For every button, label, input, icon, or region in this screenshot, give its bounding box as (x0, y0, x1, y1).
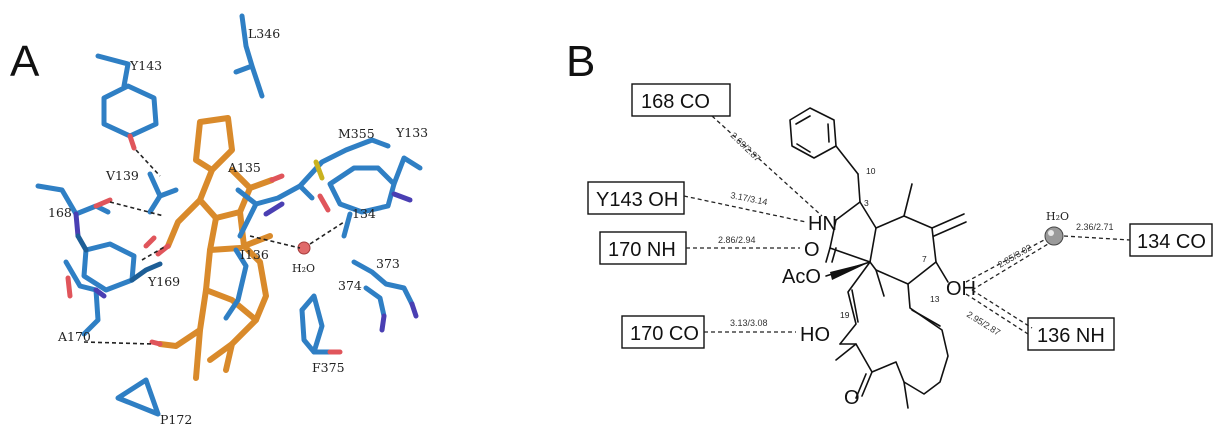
atom-hn: HN (808, 213, 837, 235)
label-y133: Y133 (395, 125, 428, 140)
label-v139: V139 (105, 168, 139, 183)
water-sphere-highlight (1048, 230, 1054, 236)
water-label-b: H₂O (1046, 210, 1069, 223)
box-134-co-label: 134 CO (1137, 231, 1206, 253)
label-a170: A170 (57, 329, 91, 344)
label-water-a: H₂O (292, 262, 315, 275)
label-m355: M355 (338, 126, 375, 141)
box-170-co-label: 170 CO (630, 323, 699, 345)
atom-number-19: 19 (840, 310, 850, 320)
box-170-nh-label: 170 NH (608, 239, 676, 261)
panel-a-3d-binding-site: A (10, 13, 428, 426)
box-168-co (631, 83, 731, 117)
label-f375: F375 (312, 360, 345, 375)
label-134: 134 (352, 206, 376, 221)
ligand-cytochalasin-3d (149, 115, 285, 381)
box-136-nh-label: 136 NH (1037, 325, 1105, 347)
atom-ho: HO (800, 324, 830, 346)
box-y143-oh (587, 181, 685, 215)
hbond-dashes-a (83, 149, 345, 345)
atom-aco: AcO (782, 266, 821, 288)
box-168-co-label: 168 CO (641, 91, 710, 113)
label-y143: Y143 (129, 58, 162, 73)
label-i136: I136 (240, 247, 269, 262)
distance-170-co: 3.13/3.08 (730, 318, 768, 328)
panel-a-letter: A (10, 37, 40, 86)
label-y169: Y169 (147, 274, 180, 289)
box-y143-oh-label: Y143 OH (596, 189, 678, 211)
distance-170-nh: 2.86/2.94 (718, 235, 756, 245)
water-sphere-b (1044, 226, 1064, 246)
label-p172: P172 (160, 412, 192, 426)
protein-residues-3d (35, 13, 423, 417)
atom-oh: OH (946, 278, 976, 300)
panel-b-2d-interaction-map: B 168 CO Y143 OH 170 NH 170 CO 134 CO 13… (566, 37, 1213, 409)
label-374: 374 (338, 278, 362, 293)
label-a135: A135 (227, 160, 261, 175)
atom-number-10: 10 (866, 166, 876, 176)
atom-number-7: 7 (922, 254, 927, 264)
box-170-co (621, 315, 705, 349)
box-134-co (1129, 223, 1213, 257)
molecule-structure (789, 107, 967, 409)
distance-134-co: 2.36/2.71 (1076, 222, 1114, 232)
atom-ketone-o: O (844, 387, 860, 409)
label-168: 168 (48, 205, 72, 220)
atom-number-3: 3 (864, 198, 869, 208)
label-l346: L346 (248, 26, 280, 41)
box-136-nh (1027, 317, 1115, 351)
box-170-nh (599, 231, 687, 265)
panel-b-letter: B (566, 37, 595, 86)
atom-number-13: 13 (930, 294, 940, 304)
hbond-dashes-b (683, 115, 1131, 335)
atom-lactam-o: O (804, 239, 820, 261)
distance-168-co: 2.69/2.87 (729, 130, 763, 163)
label-373: 373 (376, 256, 400, 271)
distance-y143-oh: 3.17/3.14 (730, 190, 769, 207)
